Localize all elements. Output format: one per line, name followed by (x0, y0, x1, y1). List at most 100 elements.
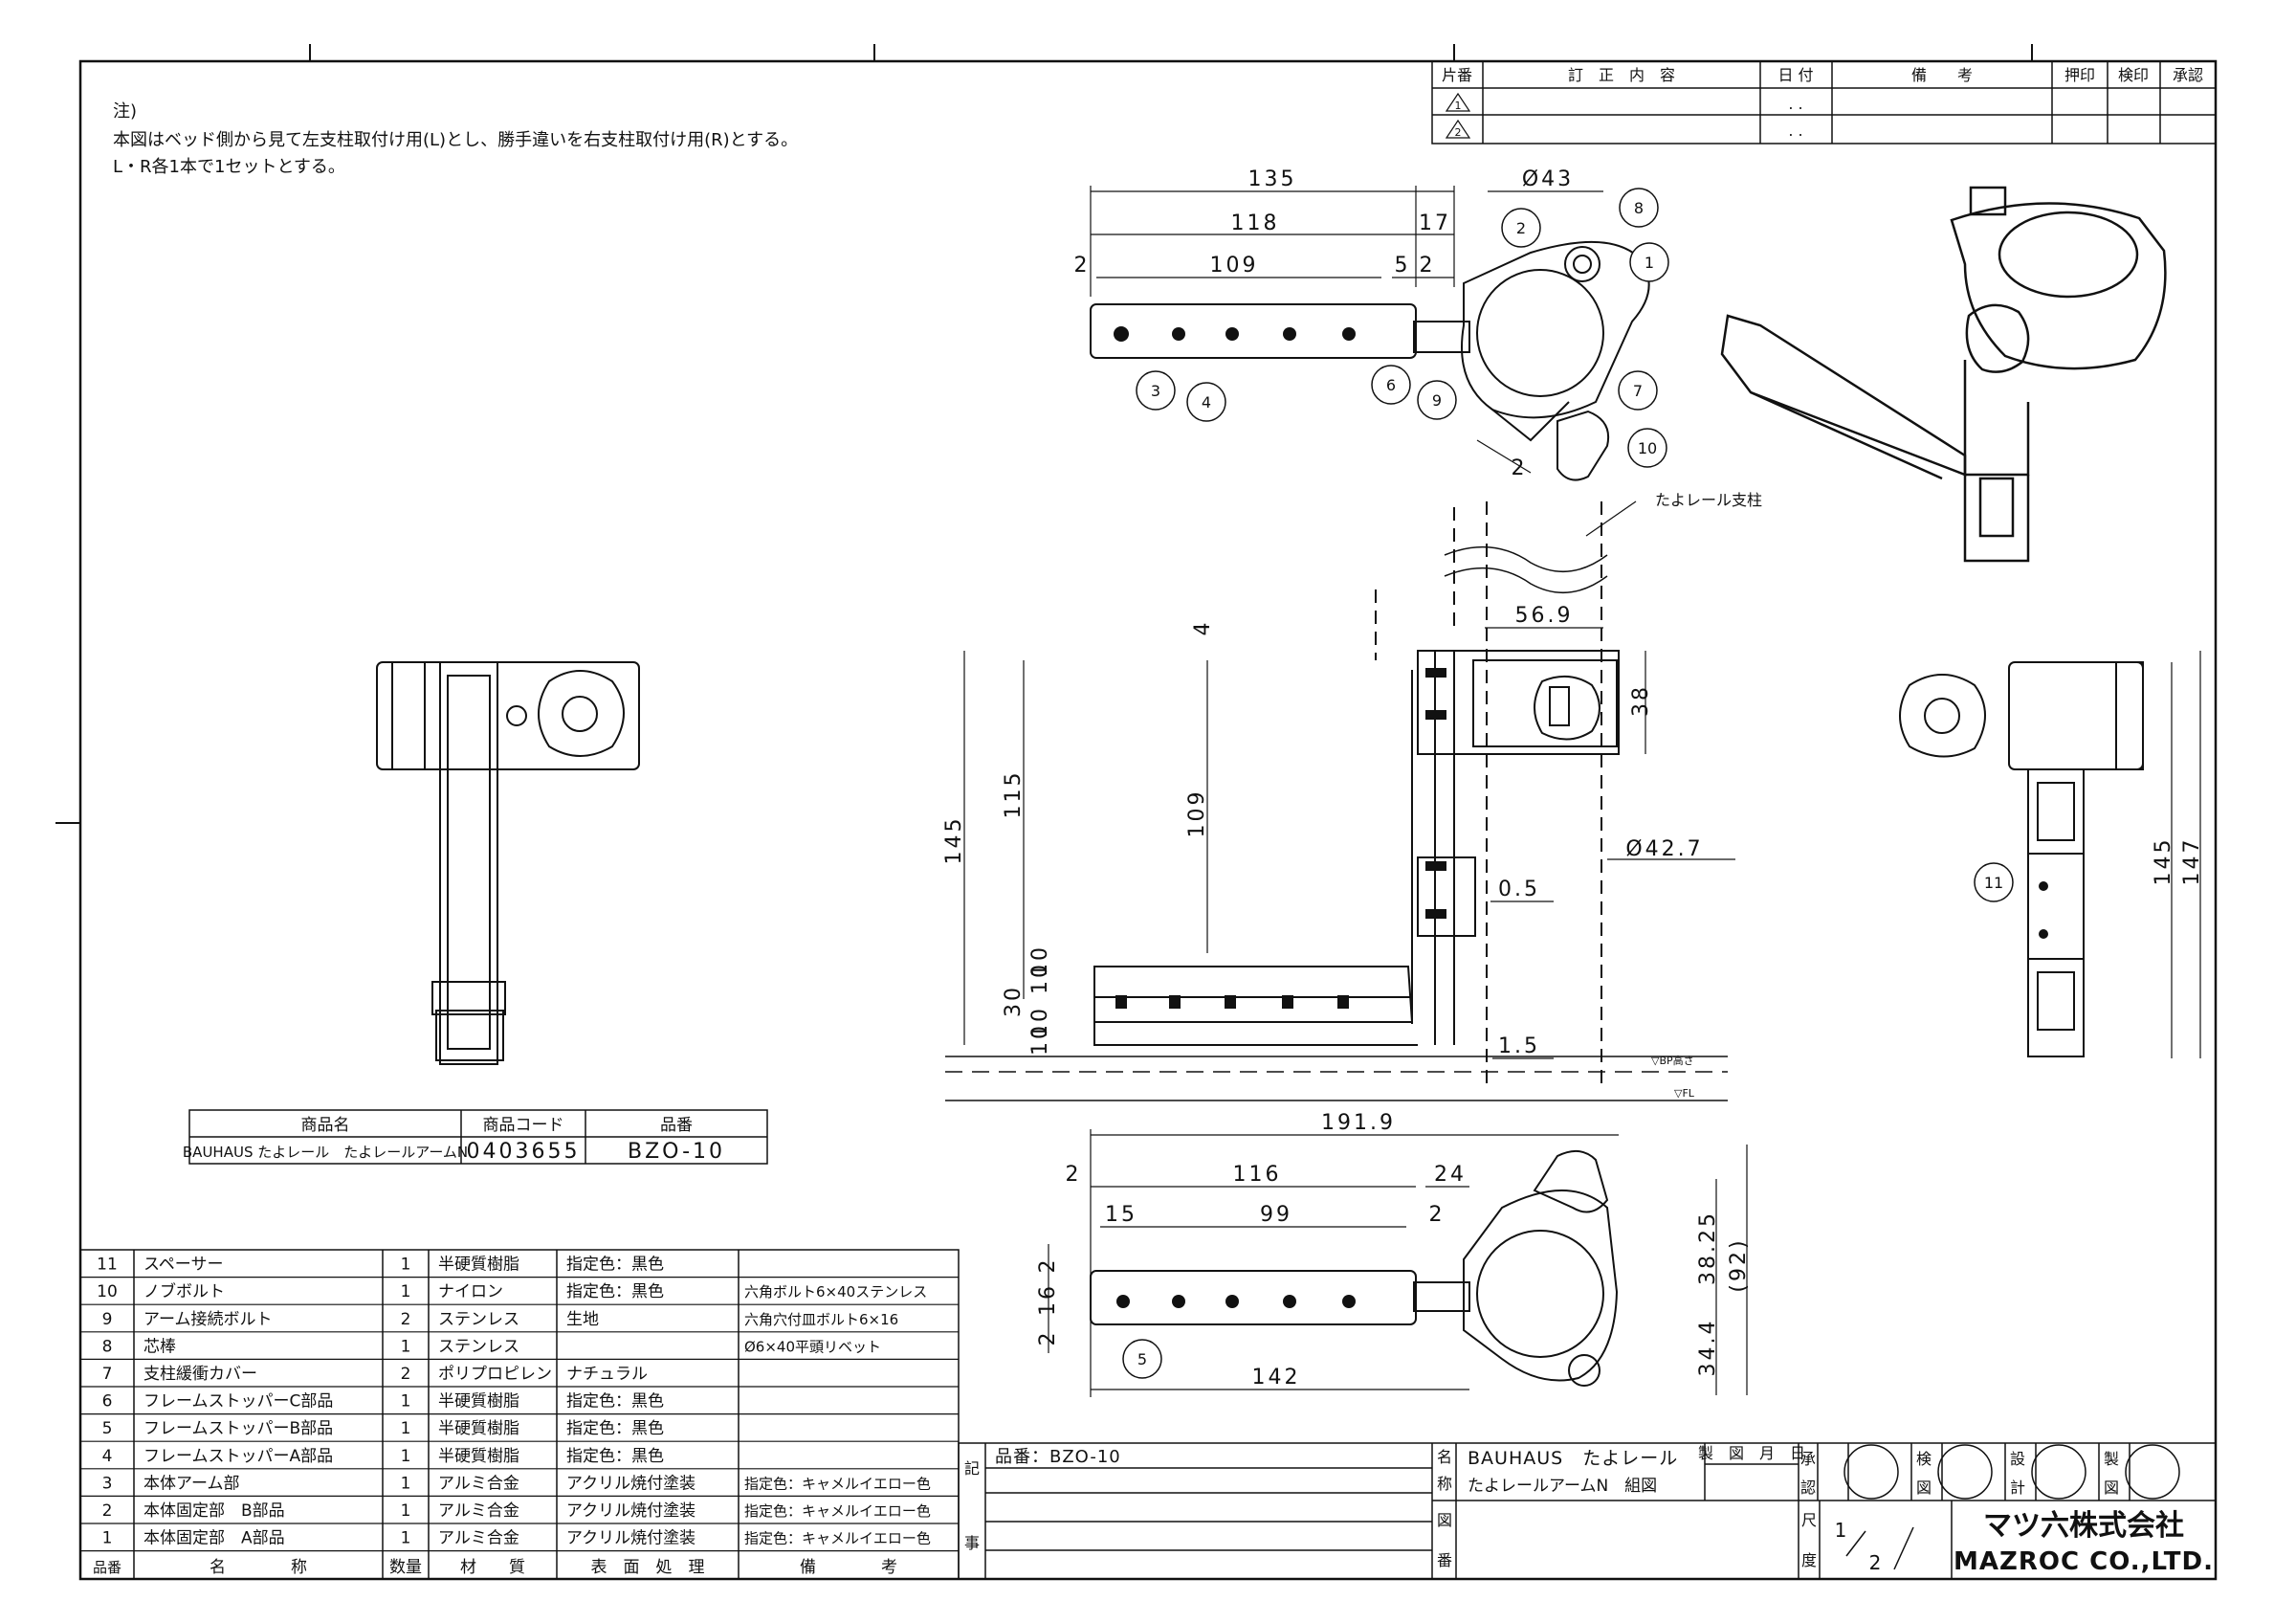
parts-row-7-col-2: 2 (401, 1365, 411, 1384)
tb-scale-den: 2 (1869, 1551, 1882, 1574)
parts-row-5-col-1: フレームストッパーB部品 (144, 1419, 333, 1438)
parts-row-2-col-3: アルミ合金 (438, 1501, 519, 1521)
tb-name-line-1: BAUHAUS たよレール (1468, 1448, 1678, 1469)
front-dim-30: 30 (1002, 985, 1026, 1017)
parts-row-10-col-0: 10 (97, 1282, 118, 1301)
tb-scale-1: 尺 (1801, 1511, 1817, 1529)
parts-row-7-col-4: ナチュラル (566, 1365, 648, 1384)
parts-row-10-col-2: 1 (401, 1282, 411, 1301)
parts-row-4-col-0: 4 (102, 1447, 113, 1466)
rev-h-1: 訂 正 内 容 (1568, 66, 1675, 84)
tb-approve-2: 認 (1800, 1478, 1816, 1497)
parts-row-10-col-4: 指定色：黒色 (566, 1282, 664, 1301)
parts-row-7-col-3: ポリプロピレン (438, 1365, 552, 1384)
parts-row-4-col-3: 半硬質樹脂 (438, 1447, 519, 1466)
bot-dim-2d: 2 (1036, 1330, 1060, 1346)
notes-line-2: L・R各1本で1セットとする。 (113, 157, 345, 177)
parts-row-6-col-2: 1 (401, 1392, 411, 1412)
bot-dim-2a: 2 (1066, 1163, 1082, 1187)
balloon-7: 7 (1633, 382, 1643, 400)
parts-row-10-col-5: 六角ボルト6×40ステンレス (744, 1283, 927, 1301)
rev-h-0: 片番 (1442, 66, 1472, 84)
parts-row-1-col-1: 本体固定部 A部品 (144, 1529, 285, 1548)
product-table: 商品名 商品コード 品番 BAUHAUS たよレール たよレールアームN 040… (183, 1109, 768, 1165)
balloon-1: 1 (1645, 254, 1654, 272)
parts-row-2-col-5: 指定色：キャメルイエロー色 (744, 1502, 931, 1520)
parts-row-2-col-2: 1 (401, 1501, 411, 1521)
parts-row-5-col-2: 1 (401, 1419, 411, 1438)
parts-row-1-col-3: アルミ合金 (438, 1529, 519, 1548)
bot-dim-34-4: 34.4 (1696, 1319, 1720, 1377)
front-dim-38: 38 (1629, 684, 1653, 717)
front-dim-10b: 10 (1028, 945, 1052, 977)
notes-line-1: 本図はベッド側から見て左支柱取付け用(L)とし、勝手違いを右支柱取付け用(R)と… (113, 130, 798, 150)
parts-row-9-col-4: 生地 (566, 1310, 599, 1329)
tb-design-2: 計 (2010, 1478, 2025, 1497)
bot-dim-38-25: 38.25 (1696, 1211, 1720, 1285)
tb-scale-num: 1 (1835, 1519, 1847, 1542)
rev-h-6: 承認 (2173, 66, 2203, 84)
rev-triangle-2 (1445, 119, 1471, 139)
parts-row-3-col-5: 指定色：キャメルイエロー色 (744, 1475, 931, 1492)
parts-row-11-col-0: 11 (97, 1256, 118, 1275)
tb-drawn-header: 製 図 月 日 (1698, 1444, 1805, 1462)
balloon-10: 10 (1638, 439, 1657, 457)
bot-dim-15: 15 (1105, 1203, 1137, 1227)
balloon-9: 9 (1432, 391, 1442, 410)
tb-design-1: 設 (2010, 1450, 2025, 1468)
front-dim-10d: 10 (1028, 1023, 1052, 1056)
front-view: 56.9 4 38 145 115 109 Ø42.7 0.5 30 10 10… (942, 491, 1762, 1101)
parts-row-11-col-1: スペーサー (144, 1256, 223, 1275)
right-dim-147: 147 (2180, 837, 2204, 886)
front-dim-145: 145 (942, 816, 966, 865)
front-dim-56-9: 56.9 (1515, 604, 1574, 628)
parts-row-9-col-3: ステンレス (438, 1310, 519, 1329)
top-dim-5: 5 (1395, 254, 1411, 278)
parts-row-6-col-1: フレームストッパーC部品 (144, 1392, 333, 1412)
bot-dim-99: 99 (1260, 1203, 1292, 1227)
front-dim-0-5: 0.5 (1498, 878, 1540, 901)
right-dim-145: 145 (2152, 837, 2175, 886)
rev-mark-2: 2 (1455, 126, 1462, 139)
top-view: 135 118 109 17 2 5 2 Ø43 2 2 8 1 3 4 6 9… (1074, 167, 1669, 481)
parts-row-6-col-4: 指定色：黒色 (566, 1392, 664, 1412)
product-h-1: 商品コード (483, 1116, 564, 1135)
product-h-2: 品番 (660, 1116, 693, 1135)
left-side-view (376, 661, 640, 1065)
tb-name-1: 名 (1437, 1448, 1452, 1466)
parts-row-2-col-1: 本体固定部 B部品 (144, 1501, 285, 1521)
front-dim-4: 4 (1191, 620, 1215, 636)
parts-row-4-col-2: 1 (401, 1447, 411, 1466)
balloon-8: 8 (1634, 199, 1644, 217)
parts-row-8-col-5: Ø6×40平頭リベット (744, 1338, 881, 1355)
balloon-4: 4 (1202, 393, 1211, 411)
tb-check-2: 図 (1916, 1478, 1932, 1497)
bot-dim-16: 16 (1036, 1283, 1060, 1316)
parts-row-8-col-3: ステンレス (438, 1337, 519, 1356)
parts-row-8-col-2: 1 (401, 1337, 411, 1356)
front-dim-10a: 10 (1028, 962, 1052, 994)
bot-dim-191-9: 191.9 (1321, 1111, 1396, 1135)
rev-h-3: 備 考 (1911, 66, 1973, 84)
parts-row-6-col-0: 6 (102, 1392, 113, 1412)
top-dim-dia43: Ø43 (1522, 167, 1574, 191)
parts-row-1-col-0: 1 (102, 1529, 113, 1548)
top-dim-2b: 2 (1420, 254, 1436, 278)
tb-part-no: 品番：BZO-10 (995, 1447, 1121, 1467)
bot-dim-2c: 2 (1036, 1257, 1060, 1274)
parts-h-0: 品番 (93, 1559, 121, 1576)
tb-fig-1: 図 (1437, 1511, 1452, 1529)
right-side-view: 145 147 11 (1899, 651, 2204, 1058)
parts-row-4-col-1: フレームストッパーA部品 (144, 1447, 333, 1466)
parts-h-1: 名 称 (210, 1558, 307, 1577)
rev-triangle-1 (1445, 92, 1471, 112)
parts-row-3-col-3: アルミ合金 (438, 1474, 519, 1493)
ref-fl: ▽FL (1674, 1087, 1695, 1100)
parts-row-9-col-1: アーム接続ボルト (144, 1310, 272, 1329)
tb-name-2: 称 (1437, 1475, 1452, 1493)
parts-row-8-col-0: 8 (102, 1337, 113, 1356)
tb-draw-2: 図 (2104, 1478, 2119, 1497)
parts-row-11-col-4: 指定色：黒色 (566, 1256, 664, 1275)
